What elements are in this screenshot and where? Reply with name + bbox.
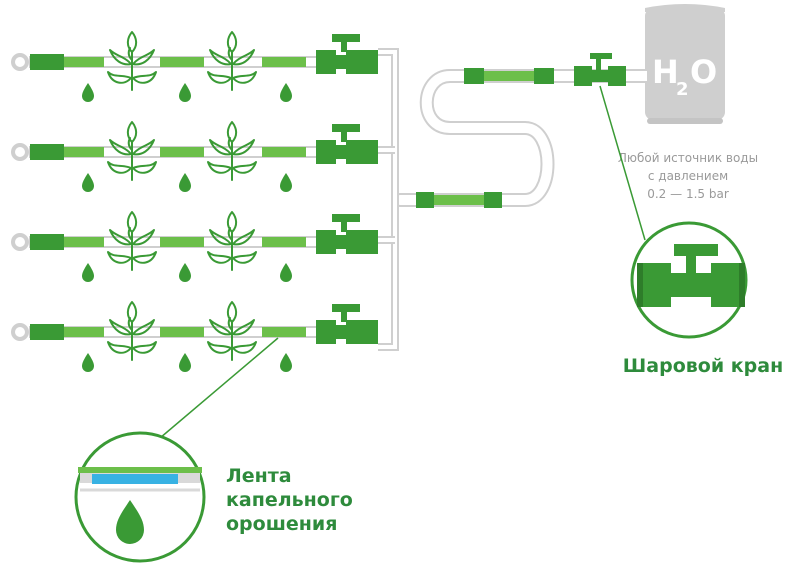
source-note: Любой источник воды с давлением 0.2 — 1.…	[618, 151, 758, 201]
tape-label-line-1: Лента	[226, 465, 292, 487]
valve-label: Шаровой кран	[623, 355, 783, 377]
valve-leader-line	[599, 85, 646, 241]
valve-zoom-callout	[630, 221, 748, 339]
tape-label-line-2: капельного	[226, 489, 353, 511]
tank-label-h: H	[652, 53, 679, 91]
drip-row	[11, 211, 378, 282]
drip-row	[11, 121, 378, 192]
supply-pipe	[539, 53, 649, 241]
source-note-line-2: с давлением	[648, 169, 728, 183]
manifold	[378, 48, 399, 351]
serpentine-hose	[393, 68, 555, 208]
tape-leader-line	[159, 337, 279, 439]
source-note-line-3: 0.2 — 1.5 bar	[647, 187, 729, 201]
water-tank: H 2 O	[645, 4, 725, 124]
tape-zoom-callout	[74, 431, 206, 563]
source-note-line-1: Любой источник воды	[618, 151, 758, 165]
drip-row	[11, 301, 378, 372]
tape-label-line-3: орошения	[226, 513, 337, 535]
tank-label-o: O	[690, 53, 717, 91]
drip-row	[11, 31, 378, 102]
tank-label-sub: 2	[676, 79, 689, 100]
